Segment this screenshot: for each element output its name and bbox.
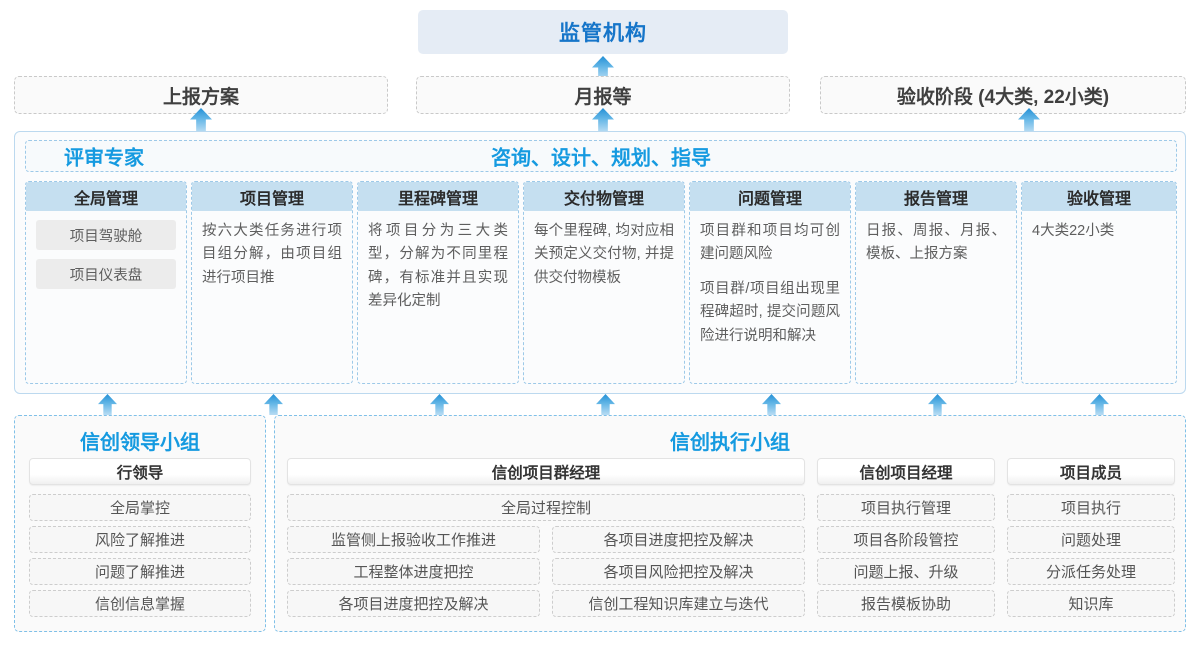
task-item[interactable]: 报告模板协助 [817,590,995,617]
task-item[interactable]: 分派任务处理 [1007,558,1175,585]
module-body: 项目群和项目均可创建问题风险 项目群/项目组出现里程碑超时, 提交问题风险进行说… [690,211,850,348]
module-pill[interactable]: 项目仪表盘 [36,259,176,289]
consulting-label: 咨询、设计、规划、指导 [491,147,711,170]
module-desc: 按六大类任务进行项目组分解，由项目组进行项目推 [202,223,342,286]
module-body: 项目驾驶舱 项目仪表盘 [26,211,186,289]
module-column-acceptance[interactable]: 验收管理 4大类22小类 [1021,181,1177,384]
module-desc: 项目群和项目均可创建问题风险 [700,223,840,263]
arrow-up-to-deliverable-column [596,394,615,415]
arrow-up-to-acceptance-column [1090,394,1109,415]
arrow-up-to-milestone-column [430,394,449,415]
arrow-up-to-report-column [928,394,947,415]
module-desc: 每个里程碑, 均对应相关预定义交付物, 并提供交付物模板 [534,223,674,286]
execution-group-title: 信创执行小组 [670,432,790,454]
role-head-project-member[interactable]: 项目成员 [1007,458,1175,485]
middle-header-bar: 评审专家 咨询、设计、规划、指导 [25,140,1177,172]
module-column-milestone[interactable]: 里程碑管理 将项目分为三大类型，分解为不同里程碑，有标准并且实现差异化定制 [357,181,519,384]
task-item[interactable]: 知识库 [1007,590,1175,617]
role-head-project-manager[interactable]: 信创项目经理 [817,458,995,485]
module-column-report[interactable]: 报告管理 日报、周报、月报、模板、上报方案 [855,181,1017,384]
task-item[interactable]: 工程整体进度把控 [287,558,540,585]
task-item[interactable]: 各项目进度把控及解决 [287,590,540,617]
task-item[interactable]: 信创工程知识库建立与迭代 [552,590,805,617]
task-item[interactable]: 项目执行管理 [817,494,995,521]
task-item[interactable]: 问题了解推进 [29,558,251,585]
task-item[interactable]: 各项目进度把控及解决 [552,526,805,553]
arrow-up-to-project-column [264,394,283,415]
submission-box-monthly: 月报等 [416,76,790,114]
task-item[interactable]: 监管侧上报验收工作推进 [287,526,540,553]
module-column-project[interactable]: 项目管理 按六大类任务进行项目组分解，由项目组进行项目推 [191,181,353,384]
module-title: 里程碑管理 [358,182,518,211]
leadership-group-title: 信创领导小组 [80,432,200,454]
module-body: 将项目分为三大类型，分解为不同里程碑，有标准并且实现差异化定制 [358,211,518,314]
module-body: 4大类22小类 [1022,211,1176,243]
module-title: 问题管理 [690,182,850,211]
module-body: 每个里程碑, 均对应相关预定义交付物, 并提供交付物模板 [524,211,684,290]
submission-box-acceptance: 验收阶段 (4大类, 22小类) [820,76,1186,114]
module-desc: 项目群/项目组出现里程碑超时, 提交问题风险进行说明和解决 [700,280,840,344]
task-item-full[interactable]: 全局过程控制 [287,494,805,521]
module-column-deliverable[interactable]: 交付物管理 每个里程碑, 均对应相关预定义交付物, 并提供交付物模板 [523,181,685,384]
task-item[interactable]: 全局掌控 [29,494,251,521]
module-desc: 将项目分为三大类型，分解为不同里程碑，有标准并且实现差异化定制 [368,223,508,310]
module-pill[interactable]: 项目驾驶舱 [36,220,176,250]
task-item[interactable]: 各项目风险把控及解决 [552,558,805,585]
role-head-bank-leader[interactable]: 行领导 [29,458,251,485]
module-column-issue[interactable]: 问题管理 项目群和项目均可创建问题风险 项目群/项目组出现里程碑超时, 提交问题… [689,181,851,384]
module-desc: 日报、周报、月报、模板、上报方案 [866,223,1006,263]
task-item[interactable]: 信创信息掌握 [29,590,251,617]
module-title: 项目管理 [192,182,352,211]
module-body: 日报、周报、月报、模板、上报方案 [856,211,1016,267]
execution-group-panel: 信创执行小组 信创项目群经理 全局过程控制 监管侧上报验收工作推进 工程整体进度… [274,415,1186,632]
task-item[interactable]: 问题上报、升级 [817,558,995,585]
review-expert-label: 评审专家 [64,147,144,170]
module-body: 按六大类任务进行项目组分解，由项目组进行项目推 [192,211,352,290]
task-item[interactable]: 项目执行 [1007,494,1175,521]
task-item[interactable]: 项目各阶段管控 [817,526,995,553]
module-title: 报告管理 [856,182,1016,211]
regulator-banner: 监管机构 [418,10,788,54]
role-head-program-manager[interactable]: 信创项目群经理 [287,458,805,485]
leadership-group-panel: 信创领导小组 行领导 全局掌控 风险了解推进 问题了解推进 信创信息掌握 [14,415,266,632]
module-desc: 4大类22小类 [1032,223,1115,239]
module-title: 全局管理 [26,182,186,211]
arrow-up-to-global-column [98,394,117,415]
module-column-global[interactable]: 全局管理 项目驾驶舱 项目仪表盘 [25,181,187,384]
module-title: 交付物管理 [524,182,684,211]
middle-panel: 评审专家 咨询、设计、规划、指导 全局管理 项目驾驶舱 项目仪表盘 项目管理 按… [14,131,1186,394]
task-item[interactable]: 问题处理 [1007,526,1175,553]
task-item[interactable]: 风险了解推进 [29,526,251,553]
arrow-up-to-issue-column [762,394,781,415]
module-title: 验收管理 [1022,182,1176,211]
